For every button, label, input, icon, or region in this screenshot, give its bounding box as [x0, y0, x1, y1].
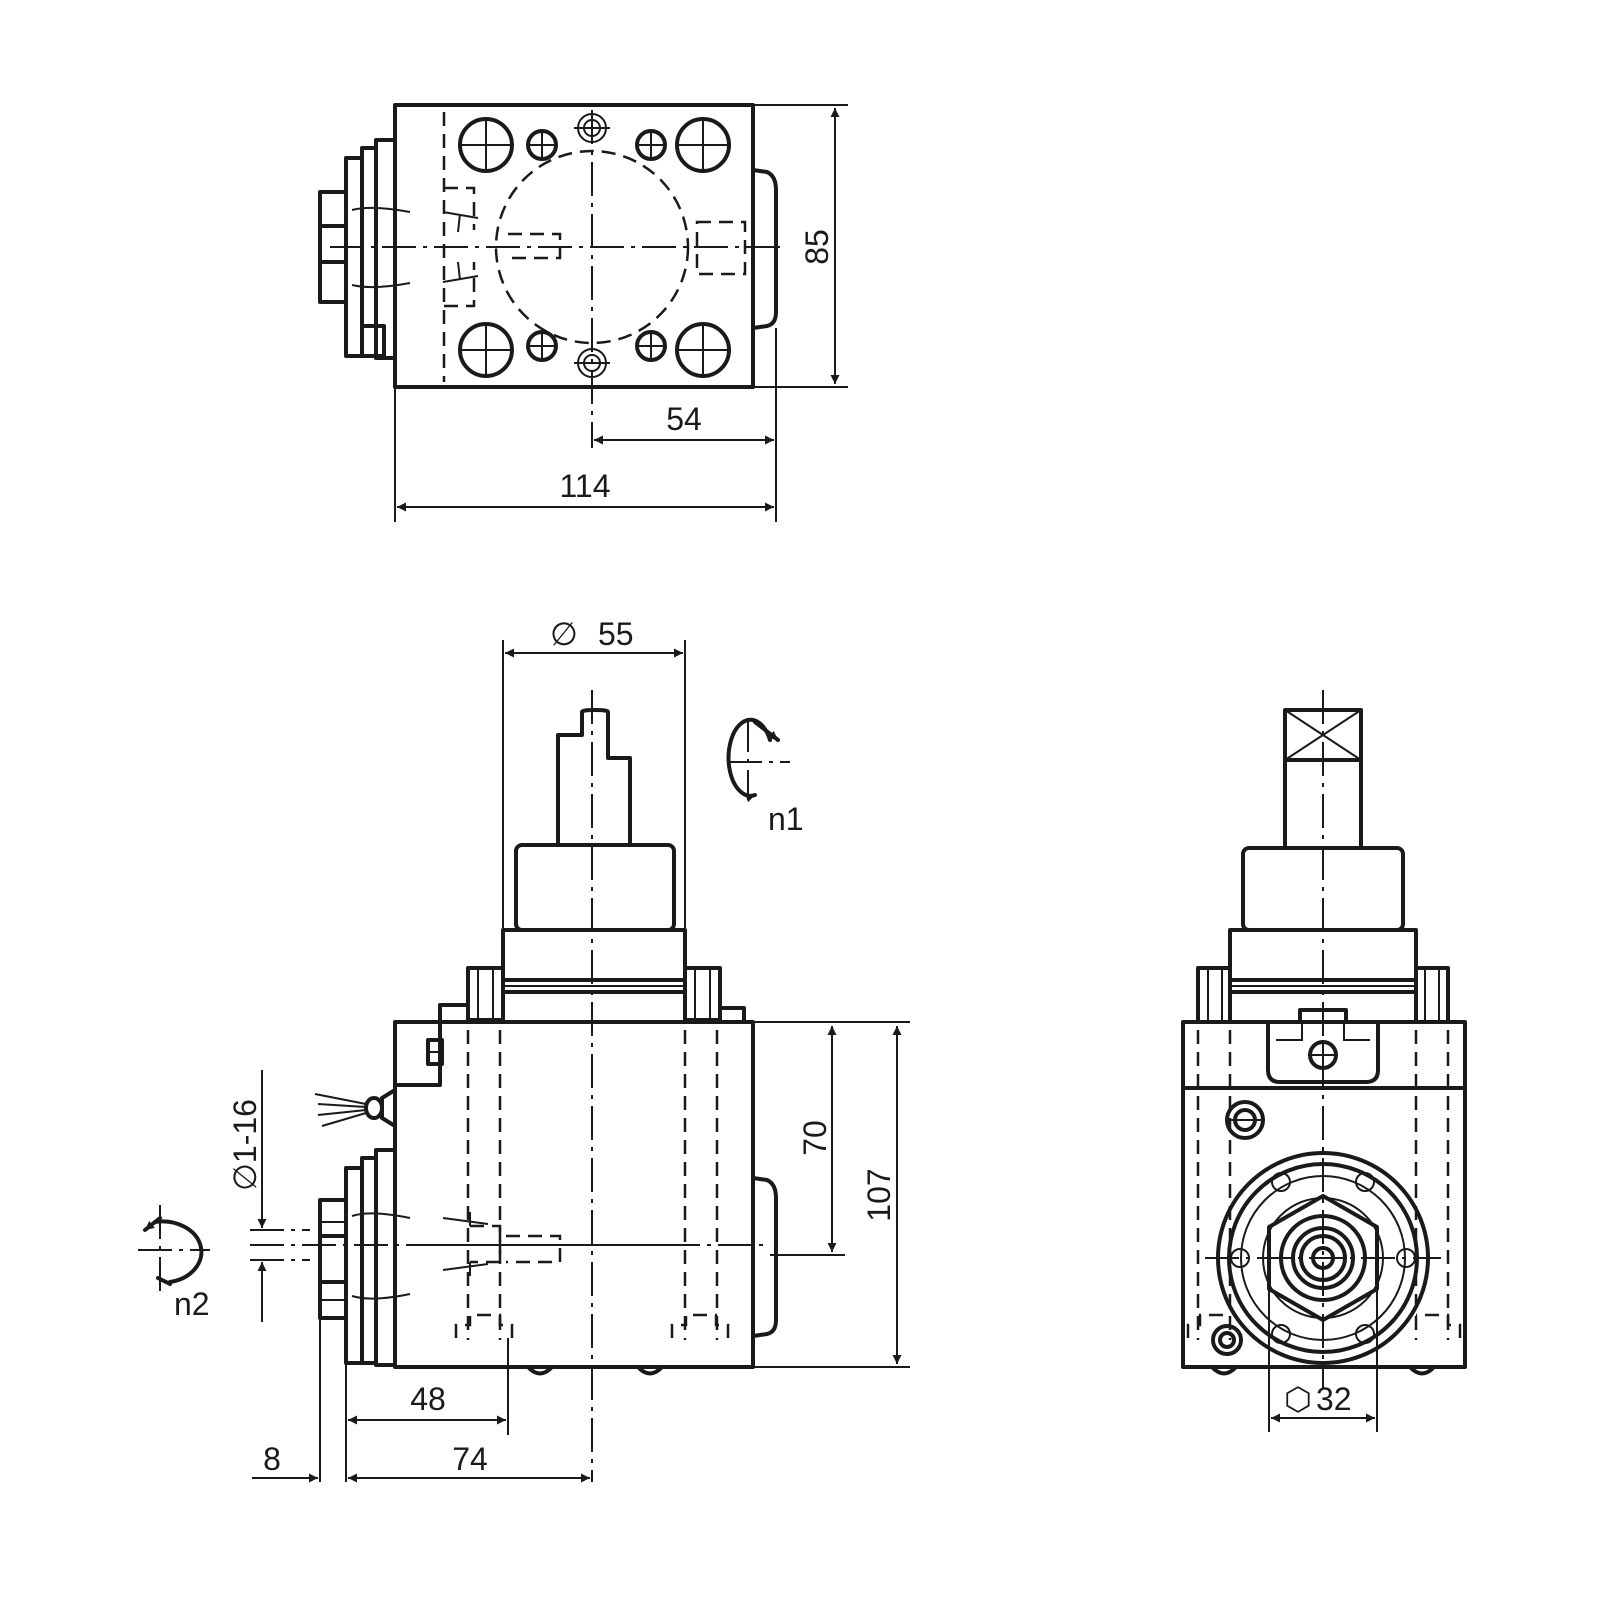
svg-text:∅1-16: ∅1-16: [227, 1099, 263, 1191]
dim-hex-symbol: ⬡: [1284, 1381, 1312, 1417]
dim-offset-8: 8: [263, 1441, 281, 1477]
front-left-connector: [318, 1148, 411, 1367]
dim-shank-diameter-symbol: ∅: [227, 1163, 263, 1191]
rotation-arrow-n2: n2: [138, 1205, 210, 1322]
side-view: ⬡ 32: [1181, 690, 1467, 1432]
front-collar: [501, 928, 687, 982]
dim-total-height: 107: [861, 1168, 897, 1221]
dim-top-offset: 54: [666, 401, 702, 437]
dim-top-width: 114: [559, 468, 610, 504]
dim-spindle-diameter: 55: [598, 616, 634, 652]
front-clamp-right: [683, 966, 722, 1022]
front-collet-nut: [514, 843, 676, 932]
dim-height-to-axis: 70: [797, 1120, 833, 1156]
front-clamp-left: [466, 966, 505, 1022]
dim-offset-48: 48: [410, 1381, 446, 1417]
rotation-arrow-n1: n1: [726, 717, 804, 837]
dim-top-height: 85: [799, 229, 835, 265]
front-cable: [314, 1088, 397, 1128]
top-view: 85 54 114: [318, 103, 848, 522]
top-left-connector: [318, 138, 411, 360]
rotation-label-n2: n2: [174, 1286, 210, 1322]
top-right-boss: [751, 168, 778, 330]
dim-offset-74: 74: [452, 1441, 488, 1477]
front-view: n1 n2 ∅ 55 70 107 ∅1-16: [138, 616, 910, 1483]
dim-hex-size: 32: [1316, 1381, 1352, 1417]
rotation-label-n1: n1: [768, 801, 804, 837]
dim-shank-diameter: 1-16: [227, 1099, 263, 1163]
front-spindle-tip: [556, 708, 632, 847]
dim-diameter-symbol: ∅: [550, 616, 578, 652]
